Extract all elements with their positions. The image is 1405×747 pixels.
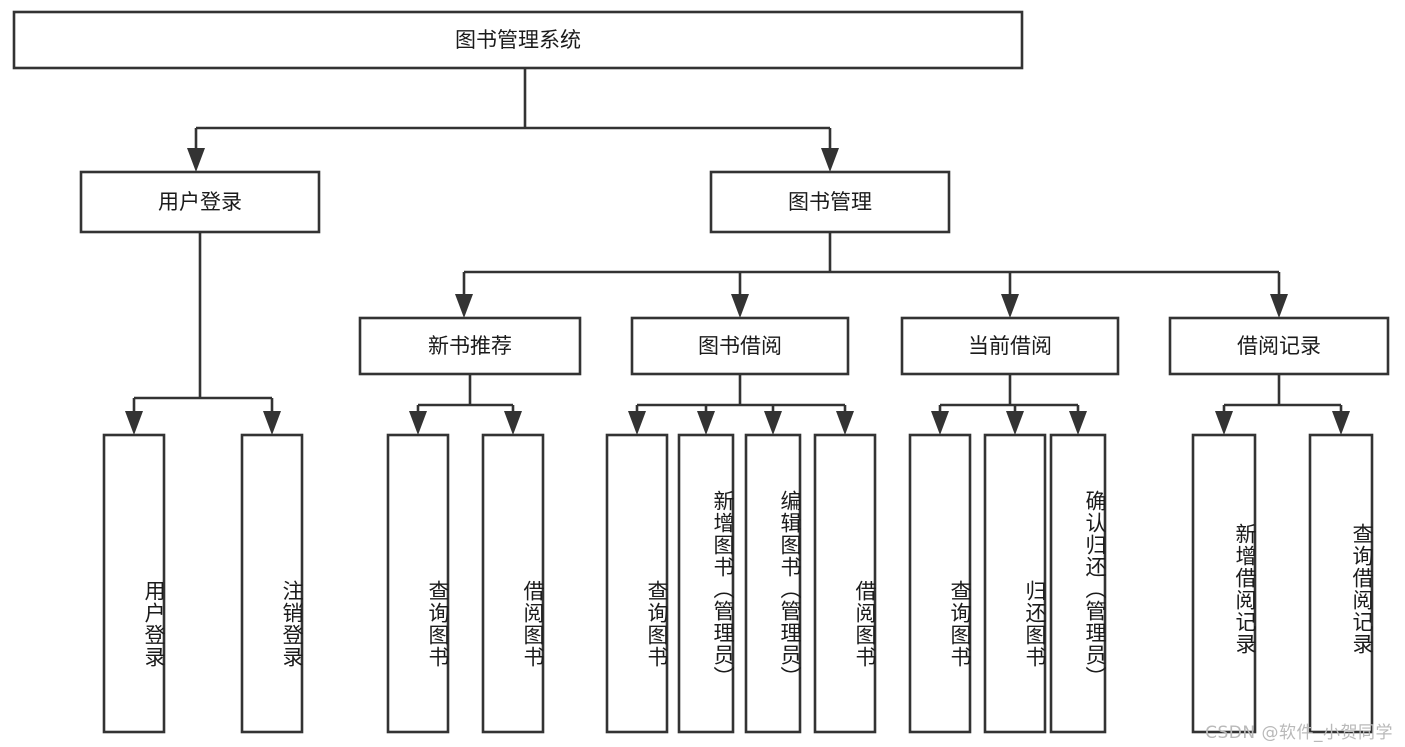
arrowhead-icon: [1001, 294, 1019, 318]
arrowhead-icon: [628, 411, 646, 435]
csdn-watermark: CSDN @软件_小贺同学: [1205, 723, 1393, 743]
arrowhead-icon: [125, 411, 143, 435]
node-current-borrow[interactable]: 当前借阅: [900, 316, 1120, 376]
arrowhead-icon: [1332, 411, 1350, 435]
node-user-login[interactable]: 用户登录: [79, 170, 321, 234]
arrowhead-icon: [1006, 411, 1024, 435]
arrowhead-icon: [455, 294, 473, 318]
leaf-box[interactable]: [983, 433, 1047, 734]
arrowhead-icon: [263, 411, 281, 435]
node-book-management[interactable]: 图书管理: [709, 170, 951, 234]
connector-borrow-to-leaves: [628, 374, 854, 435]
leaf-box[interactable]: [908, 433, 972, 734]
node-user-login-label: 用户登录: [158, 190, 242, 214]
connector-bookmgmt-to-level3: [455, 232, 1288, 318]
leaf-box[interactable]: [1191, 433, 1257, 734]
leaf-box[interactable]: [605, 433, 669, 734]
node-borrow-records[interactable]: 借阅记录: [1168, 316, 1390, 376]
arrowhead-icon: [504, 411, 522, 435]
node-current-borrow-label: 当前借阅: [968, 334, 1052, 358]
arrowhead-icon: [187, 148, 205, 172]
node-root-label: 图书管理系统: [455, 28, 581, 52]
leaf-box[interactable]: [1049, 433, 1107, 734]
connector-records-to-leaves: [1215, 374, 1350, 435]
arrowhead-icon: [697, 411, 715, 435]
arrowhead-icon: [821, 148, 839, 172]
node-book-borrow[interactable]: 图书借阅: [630, 316, 850, 376]
arrowhead-icon: [764, 411, 782, 435]
node-new-book-recommend[interactable]: 新书推荐: [358, 316, 582, 376]
arrowhead-icon: [1270, 294, 1288, 318]
arrowhead-icon: [836, 411, 854, 435]
node-book-management-label: 图书管理: [788, 190, 872, 214]
connector-userlogin-to-leaves: [125, 232, 281, 435]
arrowhead-icon: [931, 411, 949, 435]
arrowhead-icon: [731, 294, 749, 318]
connector-current-to-leaves: [931, 374, 1087, 435]
leaf-box[interactable]: [1308, 433, 1374, 734]
leaf-box[interactable]: [813, 433, 877, 734]
leaf-box[interactable]: [386, 433, 450, 734]
node-borrow-records-label: 借阅记录: [1237, 334, 1321, 358]
leaf-box[interactable]: [102, 433, 166, 734]
connector-newbook-to-leaves: [409, 374, 522, 435]
leaf-box[interactable]: [677, 433, 735, 734]
node-root[interactable]: 图书管理系统: [12, 10, 1024, 70]
leaf-box[interactable]: [481, 433, 545, 734]
arrowhead-icon: [409, 411, 427, 435]
leaf-boxes: [102, 433, 1374, 734]
leaf-box[interactable]: [744, 433, 802, 734]
connector-root-to-level2: [187, 68, 839, 172]
arrowhead-icon: [1215, 411, 1233, 435]
node-new-book-recommend-label: 新书推荐: [428, 334, 512, 358]
arrowhead-icon: [1069, 411, 1087, 435]
node-book-borrow-label: 图书借阅: [698, 334, 782, 358]
leaf-box[interactable]: [240, 433, 304, 734]
